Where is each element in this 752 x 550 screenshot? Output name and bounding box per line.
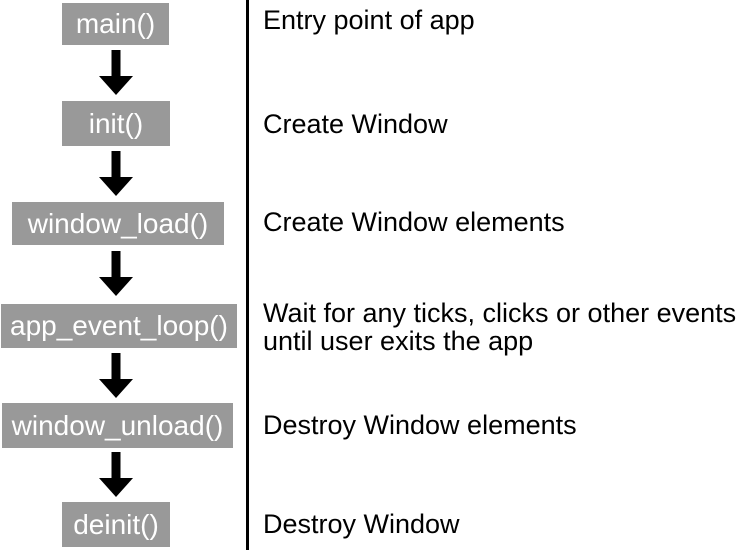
- flow-box-main: main(): [62, 3, 169, 45]
- flow-box-app-event-loop: app_event_loop(): [1, 304, 237, 348]
- step-description-init: Create Window: [263, 109, 448, 139]
- flow-box-deinit: deinit(): [62, 502, 170, 547]
- divider-line: [246, 0, 249, 550]
- down-arrow-icon: [99, 151, 133, 196]
- step-description-app-event-loop: Wait for any ticks, clicks or other even…: [263, 298, 737, 356]
- flow-box-init: init(): [62, 101, 170, 146]
- down-arrow-icon: [99, 251, 133, 296]
- step-description-deinit: Destroy Window: [263, 509, 460, 539]
- down-arrow-icon: [99, 452, 133, 497]
- step-description-window-load: Create Window elements: [263, 207, 565, 237]
- flow-box-window-unload: window_unload(): [2, 403, 233, 448]
- down-arrow-icon: [99, 50, 133, 95]
- down-arrow-icon: [99, 353, 133, 398]
- step-description-main: Entry point of app: [263, 5, 475, 35]
- step-description-window-unload: Destroy Window elements: [263, 410, 577, 440]
- flow-box-window-load: window_load(): [12, 202, 224, 245]
